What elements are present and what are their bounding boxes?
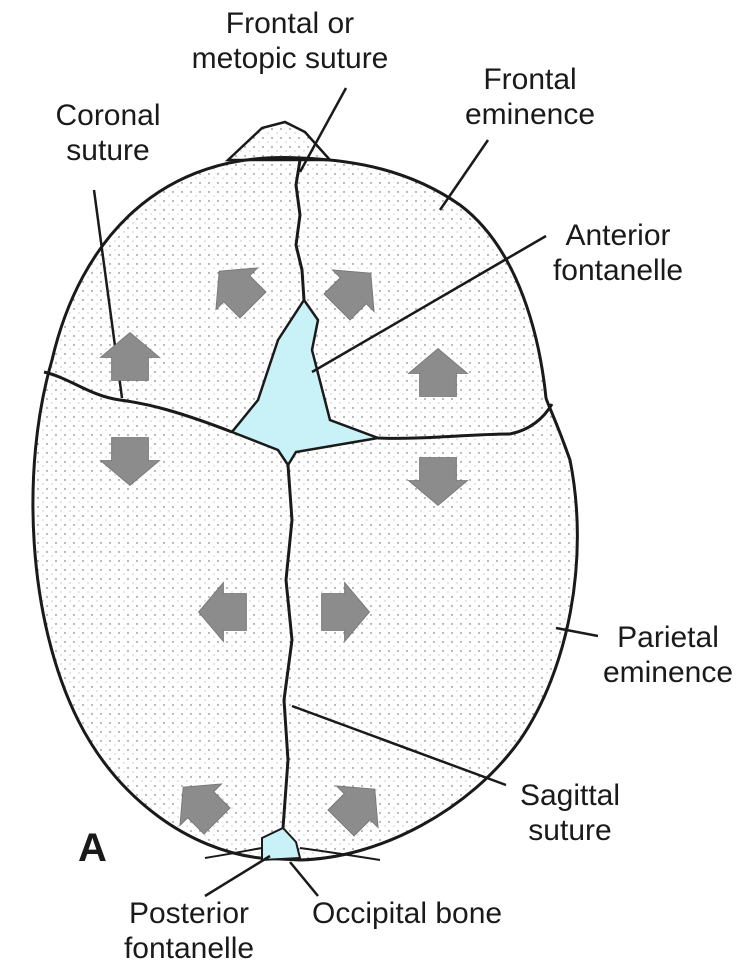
label-posterior-fontanelle: Posterior fontanelle [104, 896, 274, 966]
label-coronal-suture-line2: suture [30, 133, 186, 168]
leader-occipital-bone [290, 862, 318, 896]
frontal-tip [228, 122, 330, 160]
panel-letter: A [78, 826, 107, 871]
label-anterior-fontanelle-line2: fontanelle [540, 253, 696, 288]
label-sagittal-suture-line2: suture [500, 813, 640, 848]
leader-frontal-eminence [440, 140, 488, 210]
label-posterior-fontanelle-line2: fontanelle [104, 931, 274, 966]
label-occipital-bone: Occipital bone [312, 896, 502, 931]
label-anterior-fontanelle-line1: Anterior [540, 218, 696, 253]
label-coronal-suture: Coronal suture [30, 98, 186, 168]
label-parietal-eminence-line2: eminence [584, 655, 752, 690]
label-frontal-eminence-line2: eminence [452, 97, 608, 132]
skull-outline [33, 158, 577, 860]
label-frontal-suture-line1: Frontal or [162, 6, 418, 41]
label-occipital-bone-line1: Occipital bone [312, 896, 502, 931]
label-frontal-eminence-line1: Frontal [452, 62, 608, 97]
label-sagittal-suture: Sagittal suture [500, 778, 640, 848]
label-sagittal-suture-line1: Sagittal [500, 778, 640, 813]
label-frontal-eminence: Frontal eminence [452, 62, 608, 132]
label-frontal-suture-line2: metopic suture [162, 41, 418, 76]
label-parietal-eminence-line1: Parietal [584, 620, 752, 655]
leader-posterior-fontanelle [205, 856, 270, 896]
label-posterior-fontanelle-line1: Posterior [104, 896, 274, 931]
label-frontal-suture: Frontal or metopic suture [162, 6, 418, 76]
label-coronal-suture-line1: Coronal [30, 98, 186, 133]
label-parietal-eminence: Parietal eminence [584, 620, 752, 690]
label-anterior-fontanelle: Anterior fontanelle [540, 218, 696, 288]
